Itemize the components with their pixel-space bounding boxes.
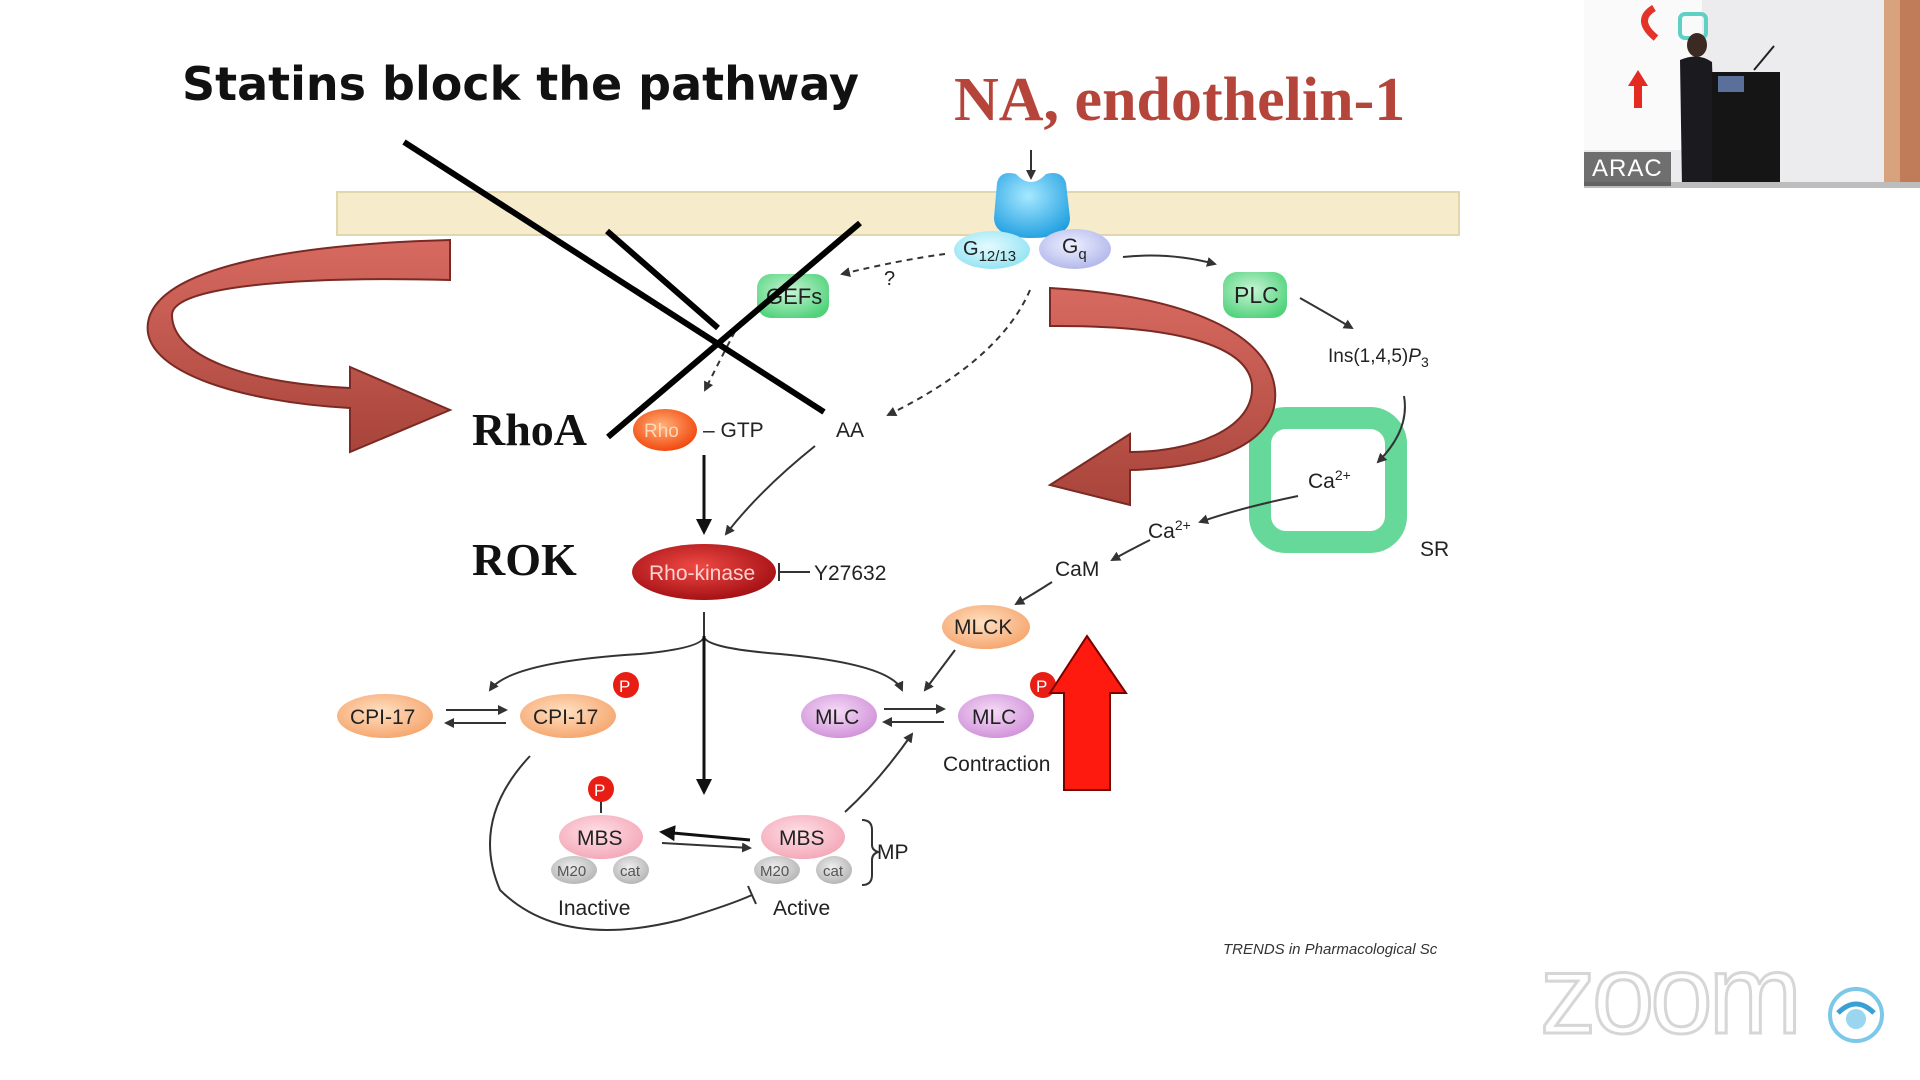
- mbs-activation-arrow: [661, 842, 752, 853]
- g1213-label: G12/13: [963, 238, 1016, 265]
- mlc-node: [801, 694, 877, 738]
- agonist-title: NA, endothelin-1: [954, 66, 1405, 134]
- statin-block-slash: [402, 139, 826, 415]
- cpi17-label: CPI-17: [350, 706, 415, 729]
- cat-inactive-label: cat: [620, 863, 641, 880]
- mlc-phospho-node: [958, 694, 1034, 738]
- sarcoplasmic-reticulum: [1249, 407, 1407, 553]
- plc-node: [1223, 272, 1287, 318]
- cpi17-inhibition-curve: [489, 755, 753, 931]
- mlck-to-mlc-arrow: [923, 649, 956, 692]
- statin-block-backslash: [606, 220, 862, 440]
- rok-label: ROK: [472, 534, 577, 585]
- conference-badge-icon: [1828, 987, 1884, 1043]
- mbs-active-label: MBS: [779, 827, 825, 850]
- g1213-node: [954, 231, 1030, 269]
- mlc-phosphate-label: P: [1036, 677, 1047, 696]
- zoom-watermark-logo: zoom: [1539, 931, 1804, 1059]
- g-to-aa-arrow: [886, 289, 1031, 416]
- participant-name-label: ARAC: [1584, 152, 1671, 186]
- statin-block-stroke: [605, 228, 720, 331]
- rho-label: Rho: [644, 421, 679, 442]
- m20-inactive-node: [551, 856, 597, 884]
- cpi17-phospho-node: [520, 694, 616, 738]
- gefs-to-rho-arrow: [704, 321, 741, 392]
- plc-to-ip3-arrow: [1299, 297, 1354, 330]
- mlck-label: MLCK: [954, 616, 1012, 639]
- participant-video-thumbnail[interactable]: ARAC: [1584, 0, 1920, 188]
- rhoa-label: RhoA: [472, 404, 587, 455]
- plc-label: PLC: [1234, 282, 1279, 308]
- right-curved-arrow-to-rhoa: [1047, 286, 1277, 507]
- mp-dephosphorylation-arrow: [844, 732, 914, 813]
- cpi17-phosphate-badge: [613, 672, 639, 698]
- cell-membrane: [336, 191, 1460, 236]
- inactive-label: Inactive: [558, 897, 630, 920]
- mp-bracket: [861, 819, 882, 886]
- mbs-active-node: [761, 815, 845, 859]
- mbs-phosphate-badge: [588, 776, 614, 802]
- cat-inactive-node: [613, 856, 649, 884]
- mbs-inactivation-arrow: [659, 825, 751, 842]
- slide-header: Statins block the pathway: [182, 57, 859, 111]
- mlc-label: MLC: [815, 706, 859, 729]
- y27632-label: Y27632: [814, 562, 886, 585]
- gefs-node: [757, 274, 829, 318]
- mbs-phosphate-label: P: [594, 781, 605, 800]
- cat-active-label: cat: [823, 863, 844, 880]
- m20-active-node: [754, 856, 800, 884]
- mlck-node: [942, 605, 1030, 649]
- cam-label: CaM: [1055, 558, 1099, 581]
- rho-kinase-node: [632, 544, 776, 600]
- receptor-shape: [994, 173, 1070, 238]
- m20-inactive-label: M20: [557, 863, 586, 880]
- left-curved-arrow-to-rhoa: [146, 238, 453, 454]
- gq-to-plc-arrow: [1122, 254, 1217, 267]
- gq-node: [1039, 229, 1111, 269]
- sr-label: SR: [1420, 538, 1449, 561]
- cpi17-phospho-label: CPI-17: [533, 706, 598, 729]
- sr-calcium-label: Ca2+: [1308, 467, 1351, 493]
- rho-kinase-label: Rho-kinase: [649, 562, 755, 585]
- ip3-to-sr-arrow: [1376, 395, 1406, 464]
- cpi17-inhibition-bar: [747, 885, 757, 905]
- cpi17-node: [337, 694, 433, 738]
- cpi17-phosphate-label: P: [619, 677, 630, 696]
- cat-active-node: [816, 856, 852, 884]
- mlc-phospho-label: MLC: [972, 706, 1016, 729]
- active-label: Active: [773, 897, 830, 920]
- red-increase-arrow: [1048, 634, 1128, 791]
- calcium-release-arrow: [1198, 495, 1299, 525]
- ip3-label: Ins(1,4,5)P3: [1328, 346, 1429, 370]
- g1213-to-gefs-arrow: [840, 253, 946, 277]
- gq-label: Gq: [1062, 235, 1087, 263]
- calcium-to-cam-arrow: [1110, 539, 1151, 561]
- gtp-label: – GTP: [703, 419, 764, 442]
- rock-to-cpi17-arrow: [488, 612, 705, 692]
- rock-to-mlc-arrow: [703, 635, 904, 692]
- m20-active-label: M20: [760, 863, 789, 880]
- mp-label: MP: [877, 841, 909, 864]
- source-citation: TRENDS in Pharmacological Sc: [1223, 941, 1438, 958]
- free-calcium-label: Ca2+: [1148, 517, 1191, 543]
- participant-video-frame: [1584, 0, 1920, 188]
- contraction-label: Contraction: [943, 753, 1050, 776]
- rho-node: [633, 409, 697, 451]
- aa-label: AA: [836, 419, 864, 442]
- mlc-phosphate-badge: [1030, 672, 1056, 698]
- mbs-inactive-label: MBS: [577, 827, 623, 850]
- aa-to-rock-arrow: [724, 445, 816, 536]
- mbs-inactive-node: [559, 815, 643, 859]
- cam-to-mlck-arrow: [1014, 581, 1053, 606]
- unknown-step-mark: ?: [884, 268, 895, 290]
